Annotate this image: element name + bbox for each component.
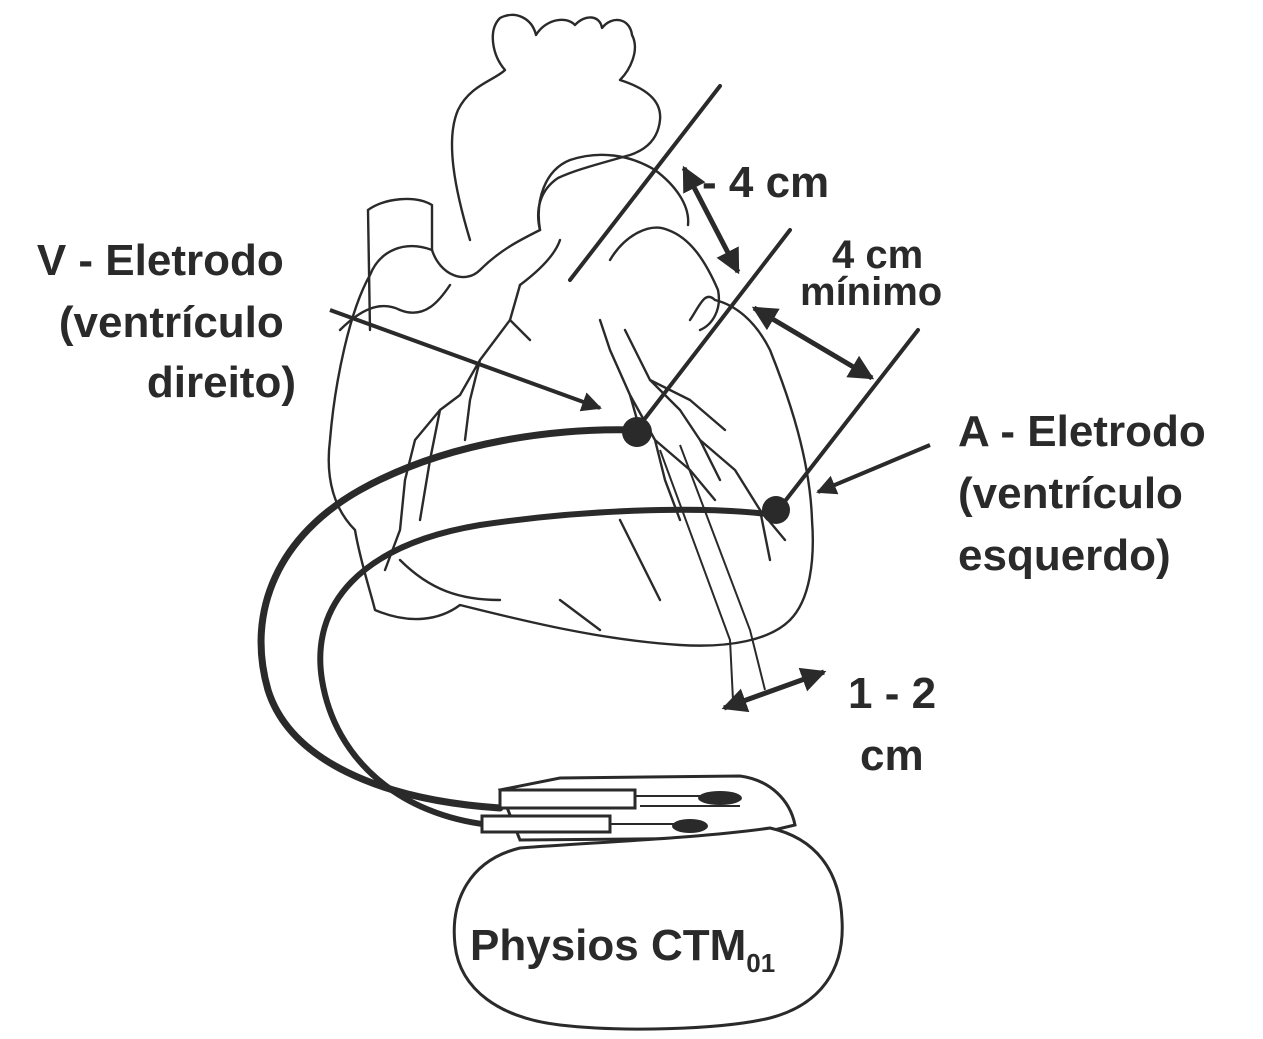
- device-name: Physios CTM: [470, 921, 746, 970]
- v-electrode-line-3: direito): [147, 358, 296, 407]
- arrow-minimum-spacing: [754, 308, 872, 378]
- coronary-center: [510, 240, 715, 520]
- ref-line-top: [570, 86, 720, 280]
- connector-port-upper: [500, 790, 635, 808]
- a-electrode-line-3: esquerdo): [958, 531, 1171, 580]
- left-atrium: [610, 228, 719, 330]
- v-electrode-label: V - Eletrodo (ventrículo direito): [37, 236, 296, 407]
- ref-line-middle: [640, 230, 790, 425]
- lead-tip-extension: [660, 445, 765, 700]
- v-electrode-line-1: V - Eletrodo: [37, 236, 284, 285]
- pulmonary-trunk: [539, 155, 688, 230]
- small-distance-unit: cm: [860, 731, 924, 780]
- pacing-leads: [261, 430, 775, 825]
- v-lead-wire: [261, 430, 635, 808]
- top-distance-label: - 4 cm: [702, 158, 829, 207]
- device-subscript: 01: [746, 948, 775, 978]
- v-electrode-tip: [622, 417, 652, 447]
- small-distance-value: 1 - 2: [848, 669, 936, 718]
- a-electrode-label: A - Eletrodo (ventrículo esquerdo): [958, 407, 1218, 580]
- arrow-small-spacing: [724, 672, 824, 708]
- minimum-distance-word: mínimo: [800, 270, 942, 314]
- v-pointer-arrow: [330, 310, 600, 408]
- device-label: Physios CTM01: [470, 921, 775, 978]
- a-pointer-arrow: [818, 445, 930, 492]
- coronary-left: [385, 285, 520, 570]
- a-electrode-line-1: A - Eletrodo: [958, 407, 1206, 456]
- pacemaker-device: [454, 776, 842, 1029]
- coronary-right: [625, 330, 785, 560]
- connector-port-lower: [482, 816, 610, 832]
- v-electrode-line-2: (ventrículo: [59, 298, 284, 347]
- a-electrode-line-2: (ventrículo: [958, 469, 1183, 518]
